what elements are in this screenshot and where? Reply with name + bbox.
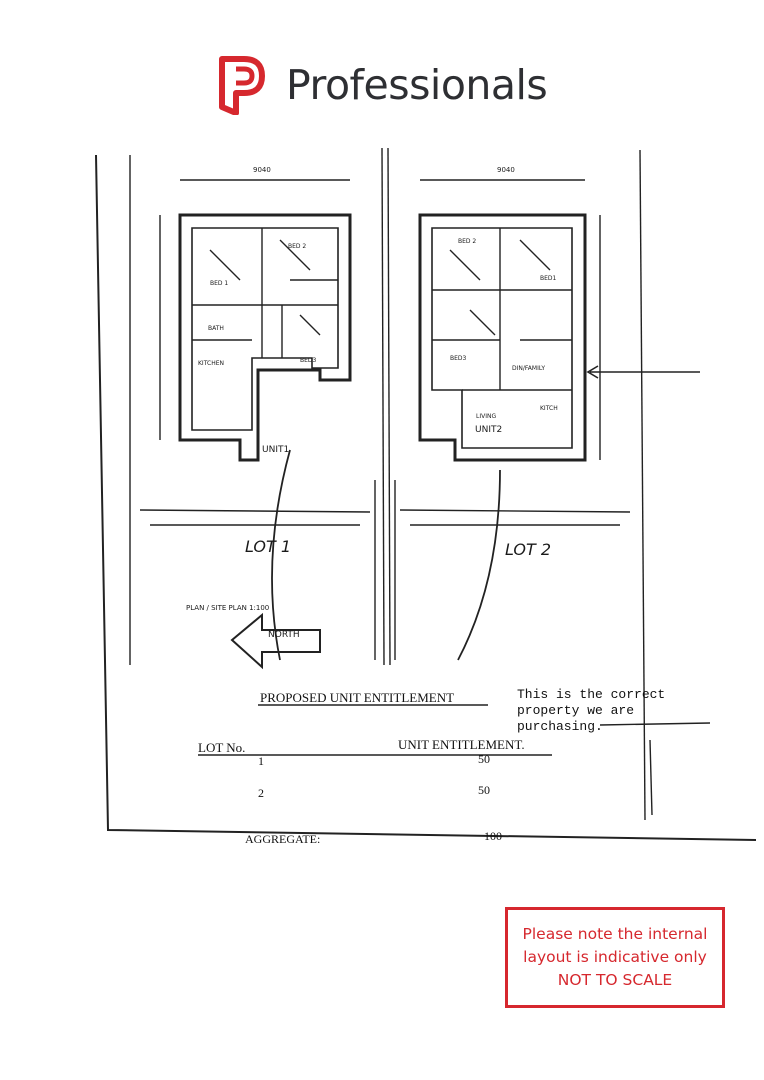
entitlement-row-lot: 1 bbox=[258, 754, 264, 768]
brand-header: Professionals bbox=[218, 55, 548, 115]
unit2-label: UNIT2 bbox=[475, 425, 502, 435]
room-label: BED 2 bbox=[288, 243, 306, 250]
unit1-label: UNIT1 bbox=[262, 445, 289, 455]
notice-line-3: NOT TO SCALE bbox=[557, 971, 673, 989]
floor-plan-drawing: LOT 1 LOT 2 UNIT1 UNIT2 NORTH PLAN / SIT… bbox=[0, 140, 764, 860]
notice-line-2: layout is indicative only bbox=[523, 948, 707, 966]
entitlement-col-lot: LOT No. bbox=[198, 740, 245, 755]
room-label: BED 1 bbox=[210, 280, 228, 287]
dim-top-unit2: 9040 bbox=[497, 166, 515, 174]
room-label: BATH bbox=[208, 325, 224, 332]
dim-top-unit1: 9040 bbox=[253, 166, 271, 174]
room-label: BED 2 bbox=[458, 238, 476, 245]
site-plan-label: PLAN / SITE PLAN 1:100 bbox=[186, 604, 269, 612]
room-label: KITCH bbox=[540, 405, 558, 412]
north-label: NORTH bbox=[268, 630, 300, 640]
entitlement-col-value: UNIT ENTITLEMENT. bbox=[398, 737, 525, 752]
room-label: LIVING bbox=[476, 413, 496, 420]
entitlement-row-value: 50 bbox=[478, 783, 490, 797]
aggregate-value: 100 bbox=[484, 829, 502, 843]
room-label: BED3 bbox=[450, 355, 467, 362]
room-label: BED1 bbox=[540, 275, 557, 282]
aggregate-label: AGGREGATE: bbox=[245, 832, 320, 846]
correct-property-note: This is the correct property we are purc… bbox=[517, 687, 673, 734]
notice-line-1: Please note the internal bbox=[522, 925, 708, 943]
room-label: DIN/FAMILY bbox=[512, 365, 545, 372]
brand-name: Professionals bbox=[286, 61, 548, 109]
professionals-logo-icon bbox=[219, 56, 265, 115]
lot2-label: LOT 2 bbox=[505, 540, 551, 559]
entitlement-row-lot: 2 bbox=[258, 786, 264, 800]
lot1-label: LOT 1 bbox=[245, 537, 291, 556]
room-label: BED3 bbox=[300, 357, 317, 364]
not-to-scale-notice: Please note the internal layout is indic… bbox=[505, 907, 725, 1008]
entitlement-row-value: 50 bbox=[478, 752, 490, 766]
floor-plan-svg: LOT 1 LOT 2 UNIT1 UNIT2 NORTH PLAN / SIT… bbox=[95, 147, 757, 846]
entitlement-title: PROPOSED UNIT ENTITLEMENT bbox=[260, 690, 454, 705]
room-label: KITCHEN bbox=[198, 360, 224, 367]
